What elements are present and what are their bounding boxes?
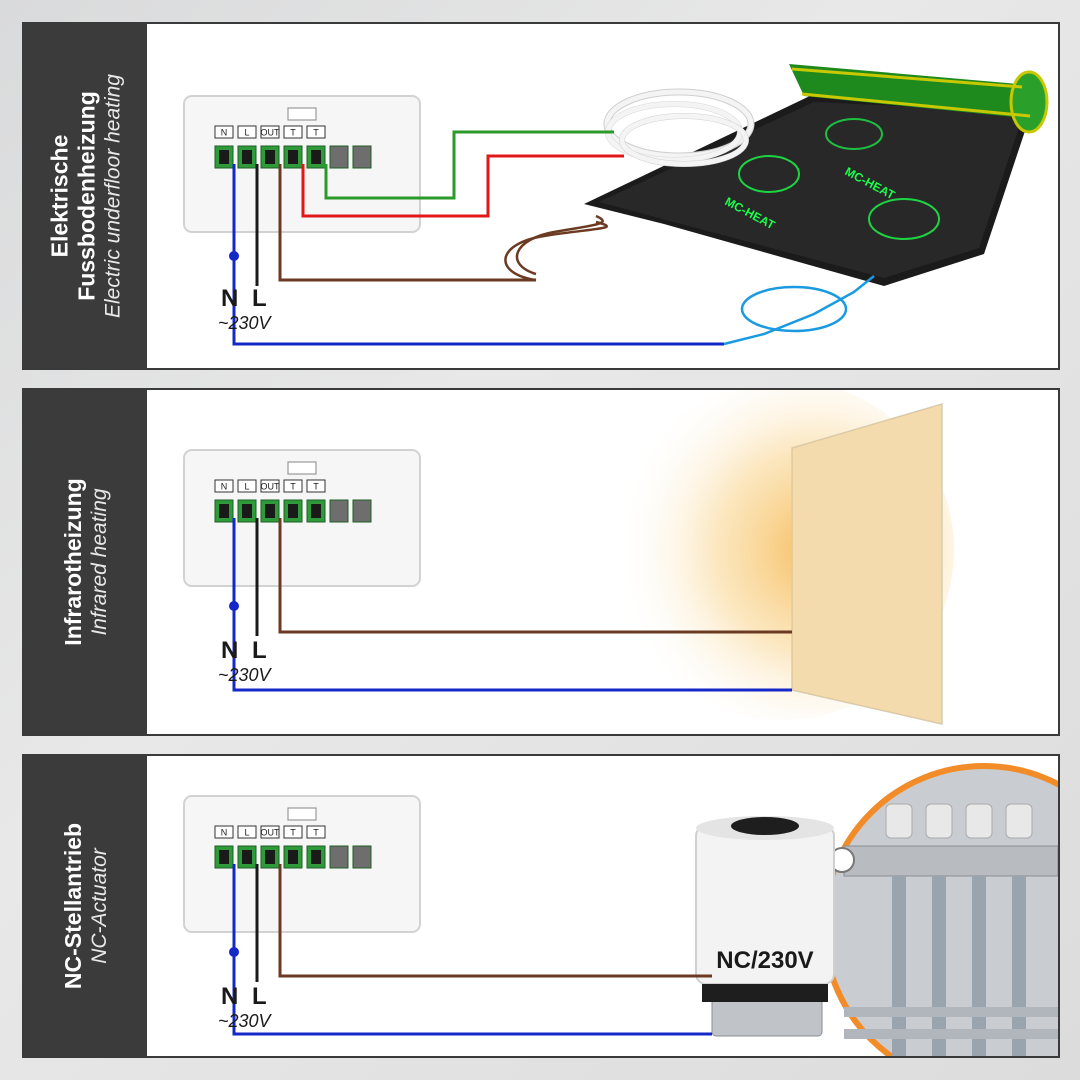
terminal-screw: [311, 850, 321, 864]
terminal-screw: [288, 150, 298, 164]
terminal-label: OUT: [261, 828, 281, 838]
neutral-label: N: [221, 637, 238, 664]
terminal-label: T: [313, 482, 319, 492]
terminal-label: T: [290, 828, 296, 838]
terminal-blocks: [214, 145, 372, 169]
voltage-label: ~230V: [218, 1011, 273, 1031]
terminal-screw: [219, 850, 229, 864]
terminal-label-box: [283, 825, 303, 839]
wires: [229, 130, 875, 346]
terminal-screw: [288, 504, 298, 518]
terminal-label: L: [244, 828, 249, 838]
terminal-blocks: [214, 845, 372, 869]
panel-nc-actuator: NC-Stellantrieb NC-Actuator: [22, 754, 1060, 1058]
terminal-screw: [265, 850, 275, 864]
terminal-label-box: [260, 825, 280, 839]
voltage-label: ~230V: [218, 665, 273, 685]
terminal-screw: [219, 150, 229, 164]
terminal-label: N: [221, 482, 228, 492]
nc-actuator-image: NC/230V: [695, 816, 835, 1037]
terminal-screw: [242, 504, 252, 518]
neutral-label: N: [221, 983, 238, 1010]
terminal-screw: [242, 850, 252, 864]
section-label-actuator: NC-Stellantrieb NC-Actuator: [24, 756, 147, 1056]
live-label: L: [252, 983, 267, 1010]
terminal-labels: N L OUT T T: [214, 125, 326, 139]
terminal-label-box: [214, 125, 234, 139]
terminal-label-box: [237, 479, 257, 493]
manifold-image: [821, 763, 1058, 1056]
terminal-label-box: [306, 479, 326, 493]
terminal-label: L: [244, 482, 249, 492]
terminal-label: OUT: [261, 482, 281, 492]
terminal-empty-slot: [329, 499, 349, 523]
terminal-screw: [288, 850, 298, 864]
terminal-label-box: [237, 125, 257, 139]
terminal-label-box: [283, 479, 303, 493]
terminal-empty-slot: [352, 145, 372, 169]
section-label-underfloor: Elektrische Fussbodenheizung Electric un…: [24, 24, 147, 368]
live-label: L: [252, 637, 267, 664]
actuator-label: NC/230V: [716, 947, 813, 974]
terminal-label: N: [221, 128, 228, 138]
wires: [229, 518, 792, 692]
terminal-label-box: [283, 125, 303, 139]
heating-foil-image: MC-HEAT MC-HEAT: [584, 64, 1049, 286]
terminal-label-box: [306, 825, 326, 839]
terminal-label: L: [244, 128, 249, 138]
terminal-screw: [242, 150, 252, 164]
terminal-label-box: [214, 825, 234, 839]
terminal-empty-slot: [329, 145, 349, 169]
live-label: L: [252, 285, 267, 312]
terminal-label: N: [221, 828, 228, 838]
terminal-label: T: [313, 828, 319, 838]
terminal-label-box: [214, 479, 234, 493]
terminal-label-box: [260, 125, 280, 139]
voltage-label: ~230V: [218, 313, 273, 333]
terminal-label: T: [290, 482, 296, 492]
terminal-label-box: [237, 825, 257, 839]
terminal-labels: N L OUT T T: [214, 825, 326, 839]
panel-underfloor-heating: Elektrische Fussbodenheizung Electric un…: [22, 22, 1060, 370]
wires: [229, 864, 712, 1036]
infrared-panel-image: [614, 390, 954, 725]
terminal-screw: [219, 504, 229, 518]
thermostat-terminal-block: N L OUT T T: [183, 449, 421, 587]
sensor-cable-coil: [603, 88, 755, 167]
terminal-screw: [311, 504, 321, 518]
section-label-infrared: Infrarotheizung Infrared heating: [24, 390, 147, 734]
terminal-label: T: [290, 128, 296, 138]
terminal-labels: N L OUT T T: [214, 479, 326, 493]
terminal-label: OUT: [261, 128, 281, 138]
thermostat-terminal-block: N L OUT T T: [183, 795, 421, 933]
terminal-blocks: [214, 499, 372, 523]
terminal-screw: [265, 150, 275, 164]
terminal-screw: [265, 504, 275, 518]
terminal-empty-slot: [352, 499, 372, 523]
terminal-empty-slot: [352, 845, 372, 869]
terminal-screw: [311, 150, 321, 164]
neutral-label: N: [221, 285, 238, 312]
terminal-label: T: [313, 128, 319, 138]
terminal-empty-slot: [329, 845, 349, 869]
terminal-label-box: [260, 479, 280, 493]
terminal-label-box: [306, 125, 326, 139]
